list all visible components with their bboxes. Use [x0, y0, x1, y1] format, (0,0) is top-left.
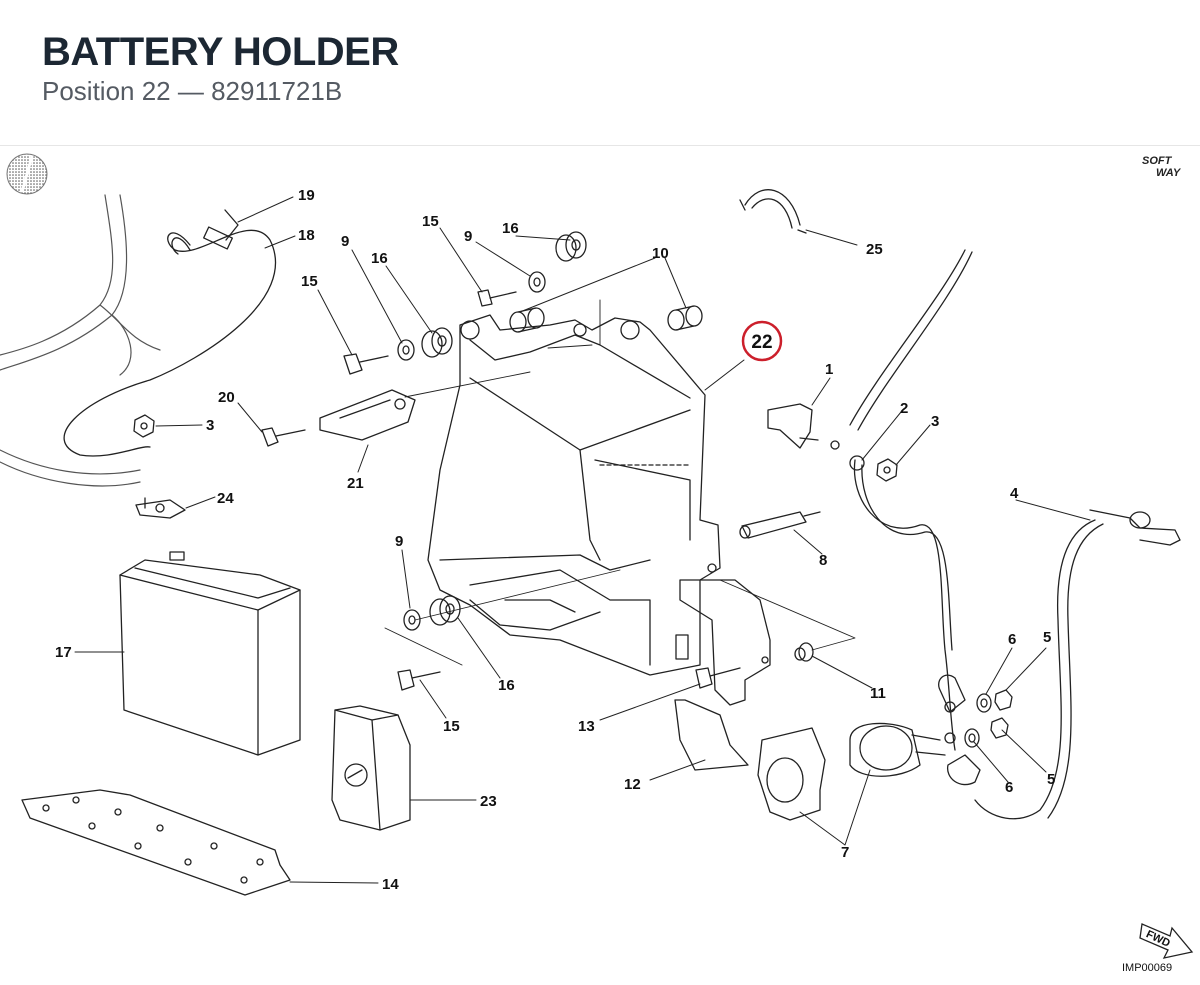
- leader-lines: [74, 196, 1091, 884]
- callout-19: 19: [298, 187, 315, 204]
- clip-part[interactable]: [767, 403, 819, 449]
- callout-9: 9: [341, 233, 349, 250]
- alignment-lines: [384, 299, 856, 666]
- callout-11: 11: [870, 685, 886, 702]
- terminal-24[interactable]: [135, 497, 186, 519]
- spacer-10-a[interactable]: [509, 307, 545, 333]
- nut-5-b[interactable]: [990, 717, 1009, 739]
- nut-3-left[interactable]: [133, 414, 155, 438]
- washer-6-b[interactable]: [964, 728, 980, 748]
- battery-holder-bracket[interactable]: [427, 314, 721, 676]
- callout-24: 24: [217, 490, 234, 507]
- page-subtitle: Position 22 — 82911721B: [42, 76, 343, 106]
- nut-3-right[interactable]: [876, 458, 898, 482]
- callout-6: 6: [1008, 631, 1016, 648]
- document-code: IMP00069: [1122, 962, 1173, 974]
- callout-4: 4: [1010, 485, 1019, 502]
- callout-18: 18: [298, 227, 315, 244]
- callout-3: 3: [931, 413, 939, 430]
- highlighted-callout-22[interactable]: 22: [741, 320, 783, 362]
- relay-holder[interactable]: [757, 722, 946, 821]
- grommet-16-a[interactable]: [421, 327, 453, 358]
- callout-labels: 19 18 15 9 16 15 9 16 10 20 3 21 24 1 2 …: [55, 187, 1055, 893]
- callout-9: 9: [464, 228, 472, 245]
- callout-23: 23: [480, 793, 497, 810]
- callout-22: 22: [751, 332, 772, 353]
- callout-10: 10: [652, 245, 669, 262]
- callout-5: 5: [1047, 771, 1055, 788]
- bolt-15-upper[interactable]: [343, 353, 389, 375]
- callout-25: 25: [866, 241, 883, 258]
- stud-8[interactable]: [739, 511, 821, 539]
- bolt-13[interactable]: [695, 667, 741, 689]
- callout-16: 16: [502, 220, 519, 237]
- callout-5: 5: [1043, 629, 1051, 646]
- callout-21: 21: [347, 475, 364, 492]
- harness-bundle-left: [0, 194, 161, 487]
- brand-line-1: SOFT: [1142, 155, 1172, 167]
- support-plate[interactable]: [319, 389, 416, 441]
- washer-9-b[interactable]: [528, 271, 546, 293]
- brand-line-2: WAY: [1156, 167, 1181, 179]
- bolt-15-top[interactable]: [477, 289, 517, 307]
- spacer-11[interactable]: [794, 642, 814, 662]
- grommet-16-b[interactable]: [555, 231, 587, 262]
- callout-17: 17: [55, 644, 72, 661]
- bolt-20[interactable]: [261, 427, 306, 447]
- header: BATTERY HOLDER Position 22 — 82911721B: [0, 0, 1200, 146]
- washer-9-c[interactable]: [403, 609, 421, 631]
- callout-3: 3: [206, 417, 214, 434]
- bolt-15-lower[interactable]: [397, 669, 441, 691]
- battery[interactable]: [119, 551, 301, 756]
- callout-7: 7: [841, 844, 849, 861]
- ground-cable[interactable]: [63, 209, 277, 457]
- washer-6-a[interactable]: [976, 693, 992, 713]
- callout-12: 12: [624, 776, 641, 793]
- callout-16: 16: [371, 250, 388, 267]
- relay-bracket[interactable]: [674, 563, 771, 771]
- callout-6: 6: [1005, 779, 1013, 796]
- page-title: BATTERY HOLDER: [42, 30, 399, 74]
- callout-15: 15: [301, 273, 318, 290]
- battery-cable[interactable]: [974, 509, 1181, 820]
- callout-9: 9: [395, 533, 403, 550]
- callout-14: 14: [382, 876, 399, 893]
- callout-15: 15: [443, 718, 460, 735]
- callout-13: 13: [578, 718, 595, 735]
- fwd-label: FWD: [1144, 928, 1172, 949]
- callout-2: 2: [900, 400, 908, 417]
- disc-logo-icon: [6, 153, 48, 195]
- relay-terminals[interactable]: [938, 674, 981, 786]
- callout-16: 16: [498, 677, 515, 694]
- callout-20: 20: [218, 389, 235, 406]
- nut-5-a[interactable]: [994, 689, 1013, 711]
- callout-15: 15: [422, 213, 439, 230]
- callout-8: 8: [819, 552, 827, 569]
- terminal-cover[interactable]: [331, 705, 411, 831]
- cable-strap[interactable]: [739, 189, 807, 234]
- washer-9-a[interactable]: [397, 339, 415, 361]
- spacer-10-b[interactable]: [667, 305, 703, 331]
- softway-logo: SOFT WAY: [1134, 154, 1194, 182]
- positive-cable[interactable]: [830, 249, 973, 751]
- forward-arrow-icon: FWD: [1139, 923, 1194, 959]
- callout-1: 1: [825, 361, 833, 378]
- battery-tray[interactable]: [21, 789, 291, 896]
